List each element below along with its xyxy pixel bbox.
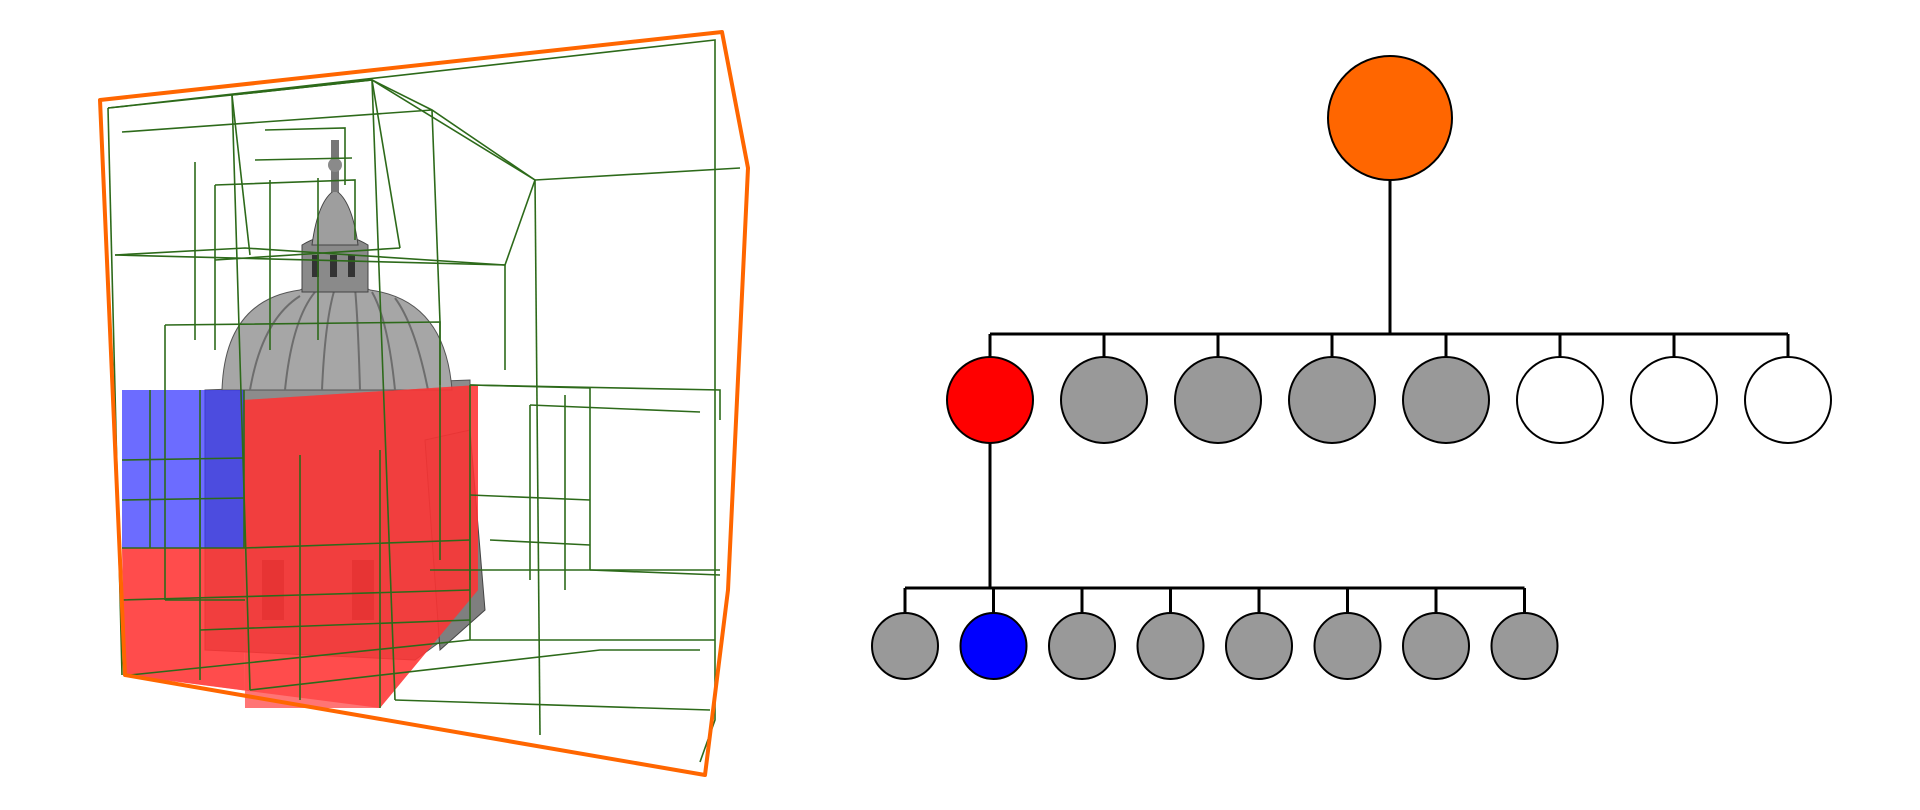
level2-node-occupied [1402,612,1470,680]
tree-edges [903,180,1790,613]
level2-node-occupied [1225,612,1293,680]
level1-node-occupied [1174,356,1262,444]
level2-node-occupied [1048,612,1116,680]
dome-cupola [221,279,453,391]
level2-node-occupied [1136,612,1205,680]
octree-wireframe [107,39,741,763]
lantern-orb [328,158,342,172]
level2-node-occupied [1490,612,1559,680]
level1-node-empty [1630,356,1718,444]
level1-node-occupied [1402,356,1490,444]
highlight-region-blue [122,390,244,548]
root-bounding-box [98,30,750,777]
root-node [1327,55,1453,181]
level2-node-selected [959,612,1028,680]
tree-nodes [871,55,1832,680]
level1-node-empty [1516,356,1604,444]
lantern-windows [312,255,355,277]
level1-node-occupied [1060,356,1148,444]
lantern-cap [311,189,359,246]
level1-node-selected [946,356,1034,444]
octree-hierarchy [871,55,1832,680]
point-cloud-panel [98,30,750,777]
level1-node-occupied [1288,356,1376,444]
level2-node-occupied [871,612,939,680]
level2-node-occupied [1313,612,1382,680]
dome-ribs [249,287,429,391]
level1-node-empty [1744,356,1832,444]
